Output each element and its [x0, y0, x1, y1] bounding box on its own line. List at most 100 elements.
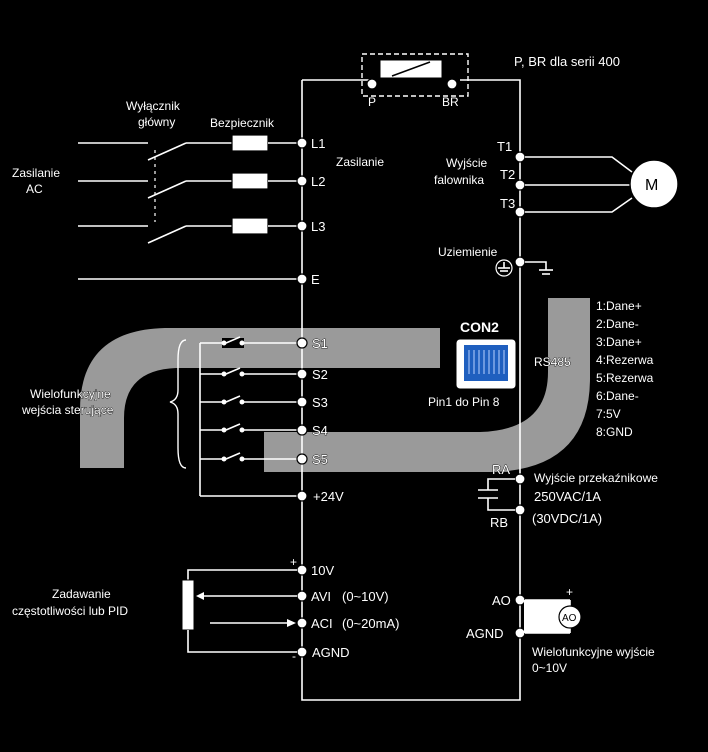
di-s2-contact-b: [239, 371, 245, 377]
di-s3-contact: [222, 397, 244, 407]
terminal-s3-label: S3: [312, 395, 328, 410]
terminal-s4: [296, 424, 308, 436]
di-brace: [169, 339, 187, 469]
di-s5-contact-a: [221, 456, 227, 462]
di-s1-blade: [225, 336, 241, 344]
ao-label-2: 0~10V: [532, 661, 567, 675]
rs485-pin-6: 6:Dane-: [596, 389, 639, 403]
motor-symbol: [629, 159, 679, 209]
grounding-label: Uziemienie: [438, 245, 498, 259]
terminal-p: [366, 78, 378, 90]
di-label-2: wejścia sterujące: [21, 403, 114, 417]
ac-supply-label-2: AC: [26, 182, 43, 196]
relay-rating-dc: (30VDC/1A): [532, 511, 602, 526]
relay-wire-a: [487, 478, 515, 490]
di-s5-contact: [222, 454, 244, 464]
terminal-t3-label: T3: [500, 196, 515, 211]
brake-box: [361, 53, 469, 97]
di-s2-contact: [222, 369, 244, 379]
con2-jack-pins: [468, 350, 505, 374]
terminal-s5: [296, 453, 308, 465]
potentiometer: [181, 579, 195, 631]
aci-arrow: [287, 619, 296, 627]
con2-caption: Pin1 do Pin 8: [428, 395, 500, 409]
di-s3-blade: [225, 395, 241, 403]
terminal-acm-label: AGND: [312, 645, 350, 660]
terminal-rb: [514, 504, 526, 516]
switch-blade-2: [147, 180, 187, 199]
di-s4-contact-b: [239, 427, 245, 433]
switch-blade-1: [147, 142, 187, 161]
relay-label: Wyjście przekaźnikowe: [534, 471, 658, 485]
terminal-l2-label: L2: [311, 174, 325, 189]
terminal-24v-label: +24V: [313, 489, 344, 504]
rs485-pin-5: 5:Rezerwa: [596, 371, 654, 385]
terminal-t1-label: T1: [497, 139, 512, 154]
rs485-pin-1: 1:Dane+: [596, 299, 642, 313]
di-s1-contact-a: [221, 340, 227, 346]
ac-supply-label-1: Zasilanie: [12, 166, 60, 180]
terminal-10v: [296, 564, 308, 576]
terminal-s2: [296, 368, 308, 380]
terminal-l2: [296, 175, 308, 187]
rs485-label: RS485: [534, 355, 571, 369]
fuse-label: Bezpiecznik: [210, 116, 275, 130]
fuse-l3: [231, 217, 269, 235]
ground-symbol-circle: [495, 259, 513, 277]
terminal-s1-label: S1: [312, 336, 328, 351]
switch-blade-3: [147, 225, 187, 244]
brake-br-label: BR: [442, 95, 459, 109]
main-switch-label-1: Wyłącznik: [126, 99, 181, 113]
drive-outline: [301, 79, 521, 701]
rs485-pin-4: 4:Rezerwa: [596, 353, 654, 367]
di-s4-contact: [222, 425, 244, 435]
di-s4-blade: [225, 423, 241, 431]
terminal-ground: [514, 256, 526, 268]
aci-range: (0~20mA): [342, 616, 399, 631]
ai-label-2: częstotliwości lub PID: [12, 604, 128, 618]
terminal-l1-label: L1: [311, 136, 325, 151]
con2-jack-port: [464, 345, 508, 381]
ai-plus: +: [290, 555, 297, 569]
right-cable-band: [264, 298, 590, 472]
terminal-e: [296, 273, 308, 285]
terminal-24v: [296, 490, 308, 502]
di-s2-contact-a: [221, 371, 227, 377]
relay-rating-ac: 250VAC/1A: [534, 489, 601, 504]
di-s3-contact-b: [239, 399, 245, 405]
relay-ra-label: RA: [492, 462, 510, 477]
terminal-s2-label: S2: [312, 367, 328, 382]
di-s3-contact-a: [221, 399, 227, 405]
ao-meter: [558, 605, 582, 629]
di-s1-contact-b: [239, 340, 245, 346]
terminal-t2: [514, 179, 526, 191]
di-s1-contact: [222, 338, 244, 348]
main-switch-label-2: główny: [138, 115, 175, 129]
pot-top-wire: [187, 569, 297, 580]
di-s5-blade: [225, 452, 241, 460]
ground-wire: [525, 261, 547, 270]
con2-label: CON2: [460, 319, 499, 335]
brake-resistor-mark: [391, 61, 431, 77]
brake-note: P, BR dla serii 400: [514, 54, 620, 69]
output-label-1: Wyjście: [446, 156, 488, 170]
terminal-s5-label: S5: [312, 452, 328, 467]
terminal-10v-label: 10V: [311, 563, 334, 578]
di-s4-contact-a: [221, 427, 227, 433]
rs485-pin-2: 2:Dane-: [596, 317, 639, 331]
relay-rb-label: RB: [490, 515, 508, 530]
relay-wire-b: [487, 498, 515, 511]
terminal-agnd: [514, 627, 526, 639]
rs485-pin-8: 8:GND: [596, 425, 633, 439]
terminal-avi-label: AVI: [311, 589, 331, 604]
motor-label: M: [645, 177, 658, 194]
ao-plus: +: [566, 585, 573, 599]
terminal-acm: [296, 646, 308, 658]
ao-meter-label: AO: [562, 613, 577, 624]
terminal-avi: [296, 590, 308, 602]
terminal-l3: [296, 220, 308, 232]
terminal-e-label: E: [311, 272, 320, 287]
di-s5-contact-b: [239, 456, 245, 462]
terminal-s1: [296, 337, 308, 349]
